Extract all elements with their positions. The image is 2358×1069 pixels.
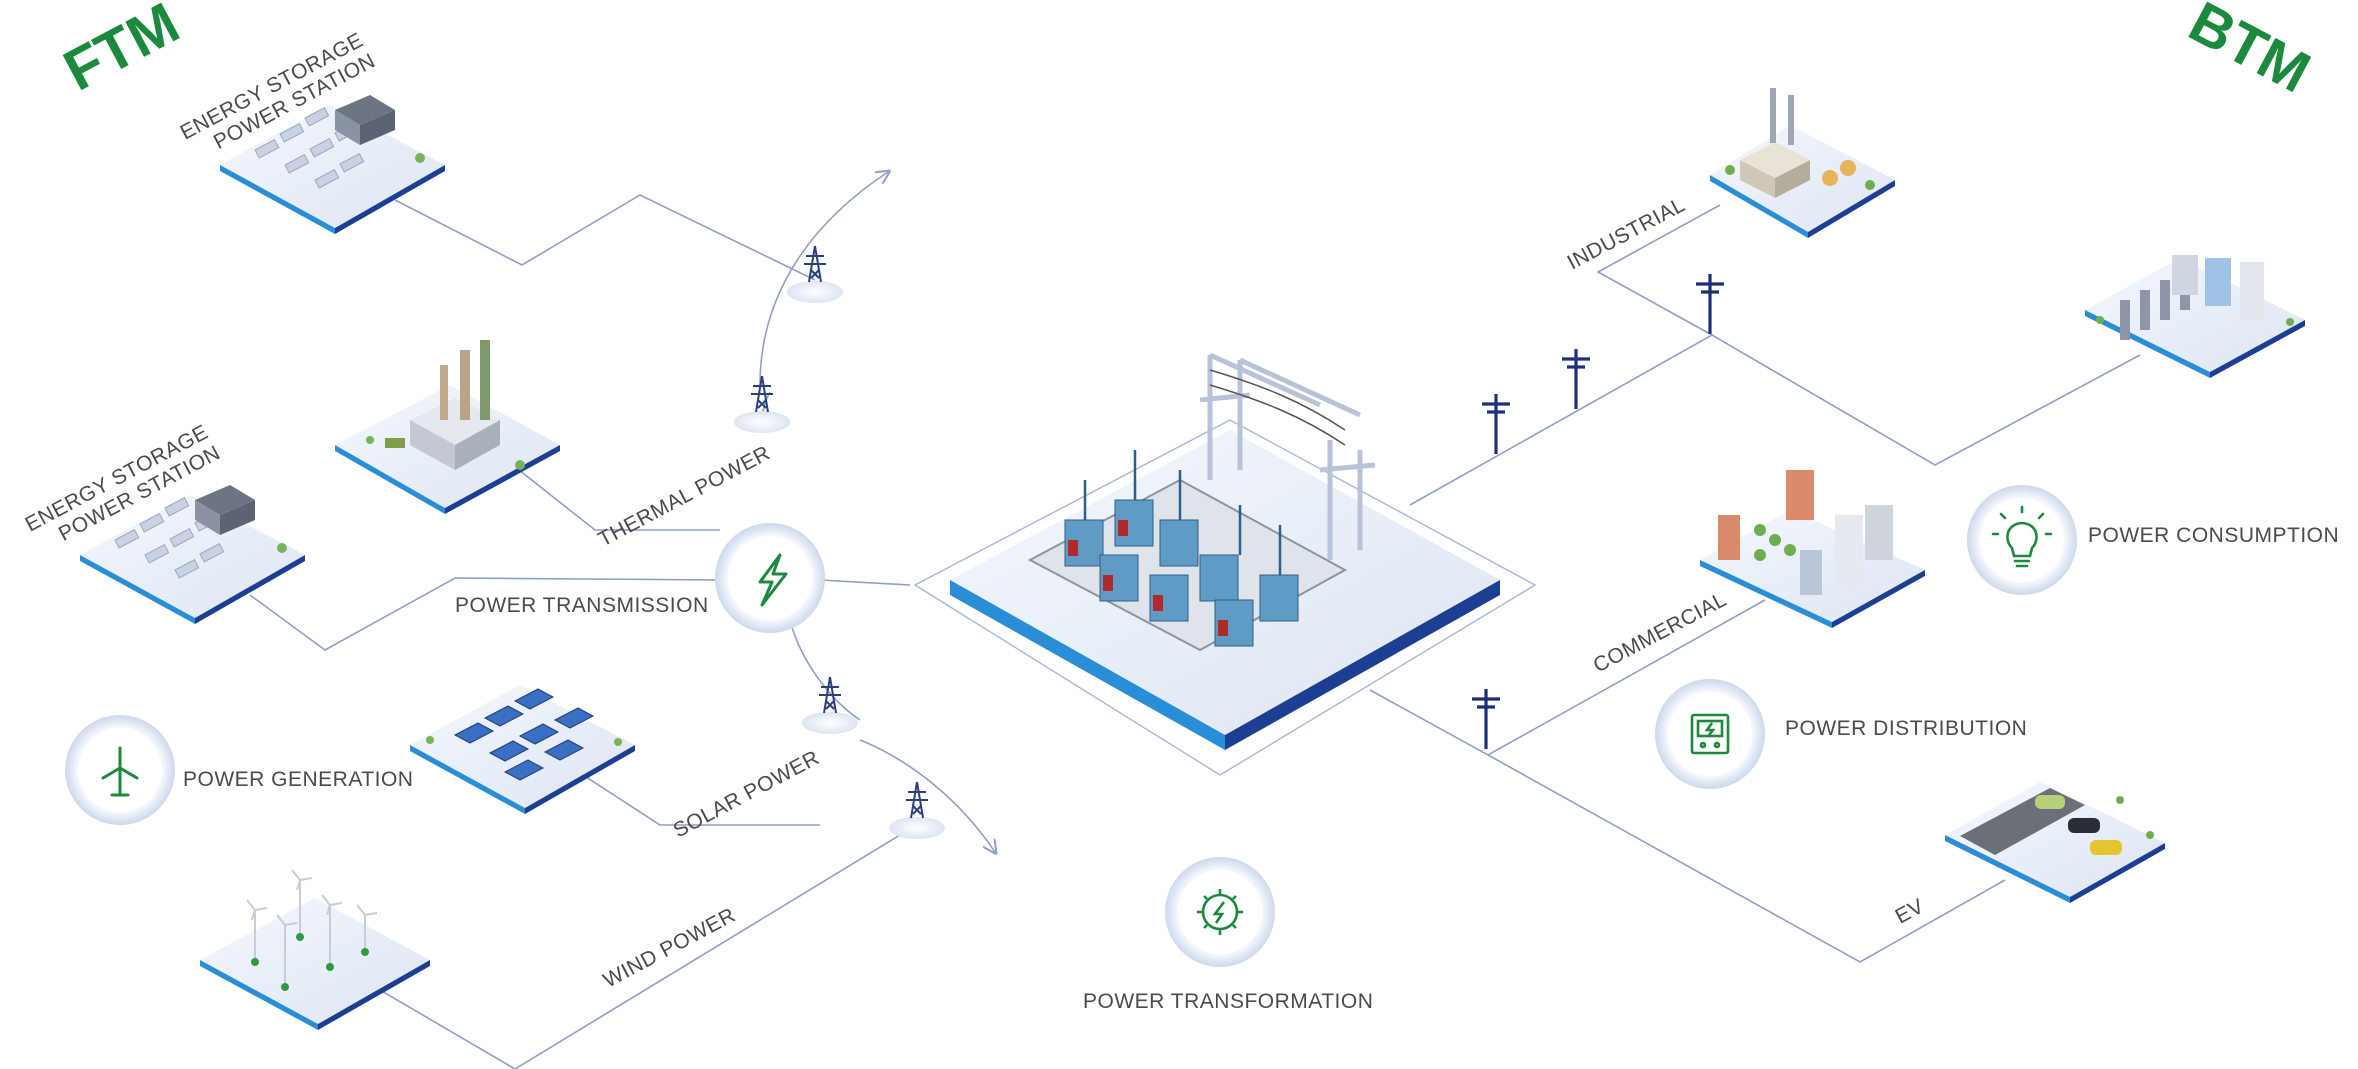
tile-ev xyxy=(1945,782,2165,903)
ftm-title: FTM xyxy=(54,0,190,103)
wind-turbine-icon xyxy=(101,746,139,797)
btm-title: BTM xyxy=(2179,0,2320,105)
power-consumption-badge xyxy=(1967,485,2077,595)
tile-solar-power xyxy=(410,685,635,814)
label-industrial: INDUSTRIAL xyxy=(1564,193,1689,274)
gear-lightning-icon xyxy=(1197,889,1243,935)
power-generation-badge xyxy=(65,715,175,825)
connection-lines xyxy=(249,172,2141,1069)
power-distribution-badge xyxy=(1655,679,1765,789)
label-power-transmission: POWER TRANSMISSION xyxy=(455,594,709,617)
tile-thermal-power xyxy=(335,340,560,514)
label-commercial: COMMERCIAL xyxy=(1590,588,1731,677)
transmission-towers xyxy=(734,245,945,839)
lightbulb-icon xyxy=(1991,505,2053,568)
lightning-icon xyxy=(758,553,788,607)
label-power-generation: POWER GENERATION xyxy=(183,768,413,791)
power-transformation-badge xyxy=(1165,857,1275,967)
label-solar-power: SOLAR POWER xyxy=(670,746,824,842)
tile-commercial xyxy=(1700,470,1925,628)
distribution-poles xyxy=(1470,272,1726,751)
tile-energy-storage-top xyxy=(220,95,445,234)
tile-substation xyxy=(950,352,1500,750)
label-wind-power: WIND POWER xyxy=(600,903,740,992)
label-power-consumption: POWER CONSUMPTION xyxy=(2088,524,2339,547)
label-power-transformation: POWER TRANSFORMATION xyxy=(1083,990,1373,1013)
tile-industrial xyxy=(1710,88,1895,238)
label-ev: EV xyxy=(1892,894,1928,928)
tile-city-consumption xyxy=(2085,255,2305,378)
tile-energy-storage-mid xyxy=(80,485,305,624)
tile-wind-power xyxy=(200,869,430,1030)
power-transmission-badge xyxy=(715,523,825,633)
label-power-distribution: POWER DISTRIBUTION xyxy=(1785,717,2027,740)
meter-icon xyxy=(1690,713,1730,755)
